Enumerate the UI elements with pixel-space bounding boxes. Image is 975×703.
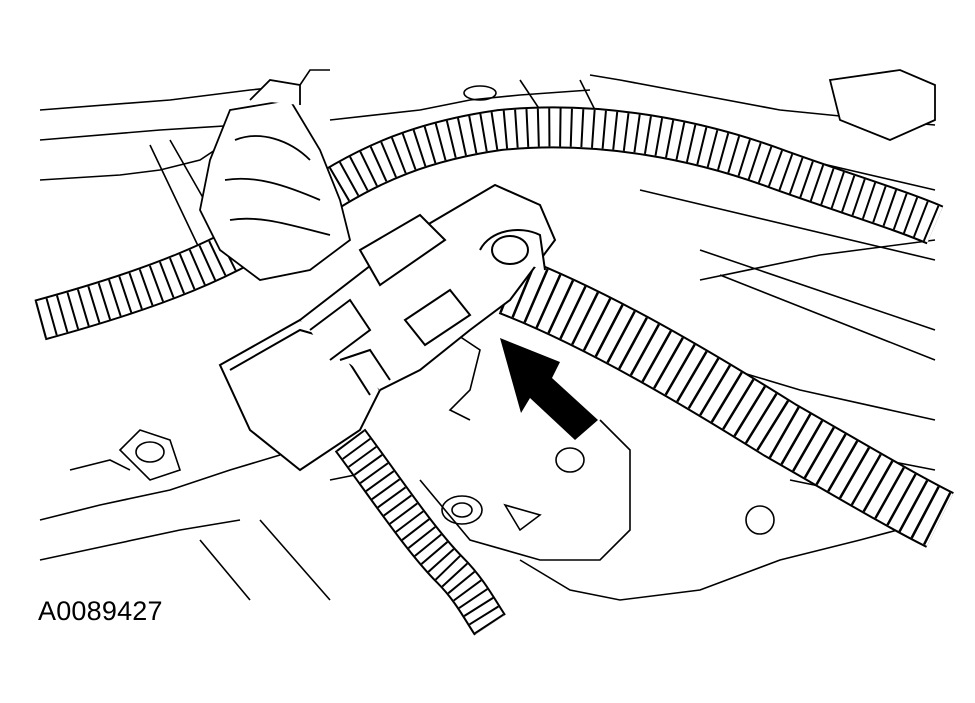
corrugated-harness-lower [498, 256, 954, 548]
figure-id-label: A0089427 [38, 596, 163, 626]
pointer-arrow [500, 338, 598, 440]
sensor-connector [218, 183, 557, 472]
corrugated-harness-main [34, 106, 944, 341]
corrugated-pigtail [334, 428, 506, 636]
taped-harness-bundle [199, 69, 936, 281]
